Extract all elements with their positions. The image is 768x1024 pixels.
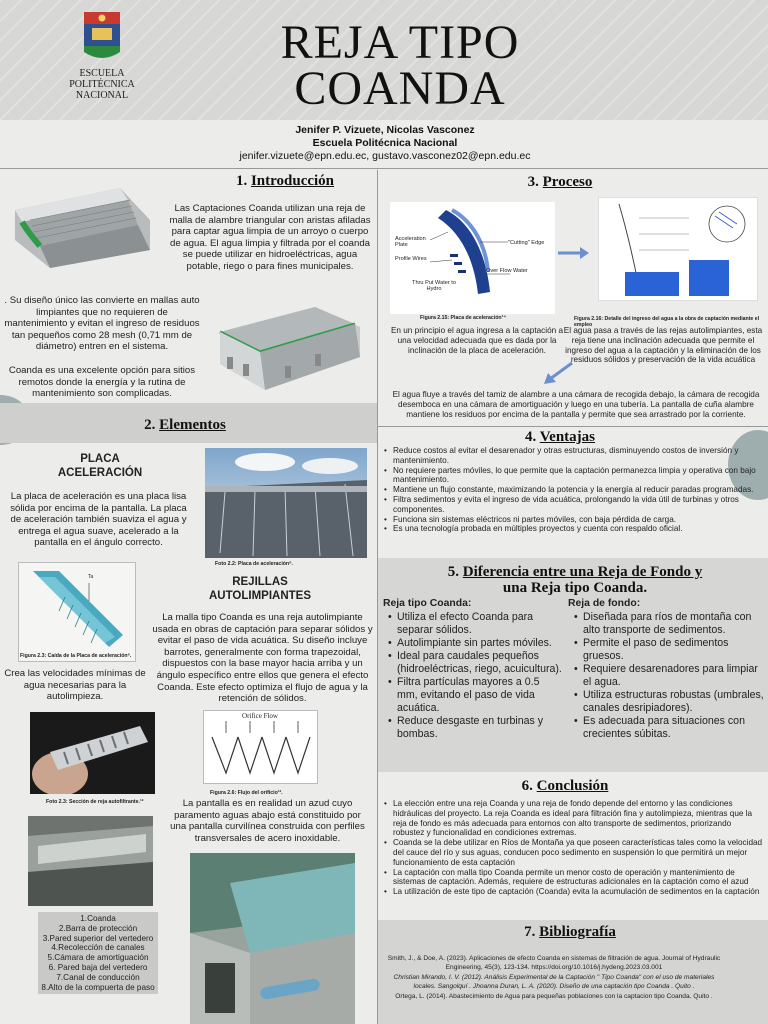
- list-item: Requiere desarenadores para limpiar el a…: [574, 663, 764, 689]
- pantalla-text: La pantalla es en realidad un azud cuyo …: [170, 798, 365, 844]
- coanda-list: Utiliza el efecto Coanda para separar só…: [388, 611, 563, 741]
- section-heading-proceso: 3. Proceso: [527, 174, 593, 190]
- legend-item: 8.Alto de la compuerta de paso: [41, 982, 155, 992]
- list-item: Es adecuada para situaciones con crecien…: [574, 715, 764, 741]
- legend-item: 4.Recolección de canales: [51, 943, 145, 953]
- bibliography-list: Smith, J., & Doe, A. (2023). Aplicacione…: [384, 955, 724, 1002]
- coanda-model-image: [10, 180, 155, 270]
- coanda-column-title: Reja tipo Coanda:: [383, 598, 472, 609]
- channel-photo: [28, 816, 153, 906]
- top-rule: [0, 168, 768, 169]
- section-heading-conclusion: 6. Conclusión: [521, 778, 609, 794]
- legend-list: 1.Coanda 2.Barra de protección 3.Pared s…: [38, 912, 158, 995]
- section-heading-bibliografia: 7. Bibliografía: [524, 924, 616, 940]
- ventajas-list: Reduce costos al evitar el desarenador y…: [384, 446, 768, 534]
- acceleration-plate-photo: [205, 448, 367, 558]
- reference: Christian Mirando, I. V. (2012). Análisi…: [393, 974, 715, 990]
- label-profile: Profile Wires: [395, 256, 427, 262]
- acceleration-fall-figure: [18, 562, 136, 662]
- self-cleaning-grid-photo: [30, 712, 155, 794]
- label-cutting: "Cutting" Edge: [508, 240, 545, 246]
- list-item: Filtra sedimentos y evita el ingreso de …: [384, 495, 768, 515]
- column-divider: [377, 170, 378, 1024]
- list-item: Utiliza estructuras robustas (umbrales, …: [574, 689, 764, 715]
- conclusion-list: La elección entre una reja Coanda y una …: [384, 799, 764, 897]
- label-acceleration: Acceleration Plate: [395, 236, 426, 249]
- intro-paragraph-2: . Su diseño único las convierte en malla…: [4, 295, 200, 353]
- list-item: Ideal para caudales pequeños (hidroeléct…: [388, 650, 563, 676]
- list-item: La captación con malla tipo Coanda permi…: [384, 868, 764, 888]
- figure-label-ta: Ta: [88, 574, 94, 580]
- orifice-flow-figure: [203, 710, 318, 784]
- list-item: La elección entre una reja Coanda y una …: [384, 799, 764, 838]
- foto22-caption: Foto 2.2: Placa de aceleración⁶.: [215, 561, 293, 567]
- velocity-text: Crea las velocidades mínimas de agua nec…: [4, 668, 146, 703]
- university-logo: [78, 10, 126, 64]
- reference: Ortega, L. (2014). Abastecimiento de Agu…: [395, 993, 713, 1001]
- poster-header: [0, 0, 768, 120]
- section-heading-intro: 1. Introducción: [235, 173, 335, 189]
- foto23-caption: Foto 2.3: Sección de reja autofiltrante.…: [46, 799, 144, 805]
- poster-title: REJA TIPO COANDA: [280, 16, 520, 115]
- authors: Jenifer P. Vizuete, Nicolas Vasconez: [295, 124, 475, 136]
- proceso-text-2: El agua pasa a través de las rejas autol…: [563, 326, 763, 365]
- fig215-caption: Figura 2.15: Placa de aceleración¹⁴: [420, 315, 506, 321]
- reference: Smith, J., & Doe, A. (2023). Aplicacione…: [387, 955, 721, 971]
- emails: jenifer.vizuete@epn.edu.ec, gustavo.vasc…: [239, 150, 531, 162]
- list-item: No requiere partes móviles, lo que permi…: [384, 466, 768, 486]
- list-item: Coanda se la debe utilizar en Ríos de Mo…: [384, 838, 764, 867]
- legend-item: 2.Barra de protección: [58, 923, 138, 933]
- rejillas-title: REJILLAS AUTOLIMPIANTES: [208, 576, 311, 602]
- bibliografia-panel: [378, 920, 768, 1024]
- fig26-caption: Figura 2.6: Flujo del orificio¹².: [210, 790, 283, 796]
- legend-item: 7.Canal de conducción: [56, 972, 140, 982]
- list-item: Diseñada para ríos de montaña con alto t…: [574, 611, 764, 637]
- list-item: Filtra partículas mayores a 0.5 mm, evit…: [388, 676, 563, 715]
- arrow-right-icon: [556, 246, 590, 260]
- fig216-caption: Figura 2.16: Detalle del ingreso del agu…: [574, 316, 760, 328]
- list-item: Autolimpiante sin partes móviles.: [388, 637, 563, 650]
- proceso-text-1: En un principio el agua ingresa a la cap…: [390, 326, 564, 355]
- label-overflow: Over Flow Water: [486, 268, 528, 274]
- fig23-caption: Figura 2.3: Caída de la Placa de acelera…: [20, 653, 132, 659]
- legend-item: 6. Pared baja del vertedero: [48, 962, 148, 972]
- logo-text: ESCUELA POLITÉCNICA NACIONAL: [69, 68, 135, 101]
- institution: Escuela Politécnica Nacional: [312, 137, 458, 149]
- author-block: Jenifer P. Vizuete, Nicolas Vasconez Esc…: [150, 124, 620, 163]
- water-intake-detail-diagram: [598, 197, 758, 301]
- placa-title: PLACA ACELERACIÓN: [57, 453, 143, 479]
- list-item: La utilización de este tipo de captación…: [384, 887, 764, 897]
- intro-paragraph-1: Las Captaciones Coanda utilizan una reja…: [169, 203, 371, 272]
- coanda-intake-render: [190, 853, 355, 1024]
- legend-item: 3.Pared superior del vertedero: [42, 933, 154, 943]
- orifice-label: Orifice Flow: [242, 712, 278, 720]
- arrow-down-left-icon: [540, 360, 576, 386]
- section-heading-diferencia: 5. Diferencia entre una Reja de Fondo y …: [447, 564, 703, 596]
- list-item: Mantiene un flujo constante, maximizando…: [384, 485, 768, 495]
- list-item: Utiliza el efecto Coanda para separar só…: [388, 611, 563, 637]
- legend-item: 5.Cámara de amortiguación: [47, 953, 149, 963]
- acceleration-plate-diagram: [390, 202, 555, 314]
- list-item: Es una tecnología probada en múltiples p…: [384, 524, 768, 534]
- section-band: [0, 403, 377, 443]
- fondo-list: Diseñada para ríos de montaña con alto t…: [574, 611, 764, 741]
- proceso-text-3: El agua fluye a través del tamiz de alam…: [392, 390, 760, 419]
- intro-paragraph-3: Coanda es una excelente opción para siti…: [8, 365, 196, 400]
- section-heading-ventajas: 4. Ventajas: [524, 429, 596, 445]
- legend-item: 1.Coanda: [80, 914, 116, 923]
- rejillas-text: La malla tipo Coanda es una reja autolim…: [152, 612, 373, 705]
- section-heading-elements: 2. Elementos: [144, 417, 226, 433]
- rule: [378, 426, 768, 427]
- list-item: Reduce costos al evitar el desarenador y…: [384, 446, 768, 466]
- label-thru: Thru Put Water to Hydro: [412, 280, 456, 293]
- placa-text: La placa de aceleración es una placa lis…: [10, 491, 187, 549]
- coanda-structure-image: [215, 302, 365, 397]
- fondo-column-title: Reja de fondo:: [568, 598, 641, 609]
- list-item: Funciona sin sistemas eléctricos ni part…: [384, 515, 768, 525]
- list-item: Reduce desgaste en turbinas y bombas.: [388, 715, 563, 741]
- list-item: Permite el paso de sedimentos gruesos.: [574, 637, 764, 663]
